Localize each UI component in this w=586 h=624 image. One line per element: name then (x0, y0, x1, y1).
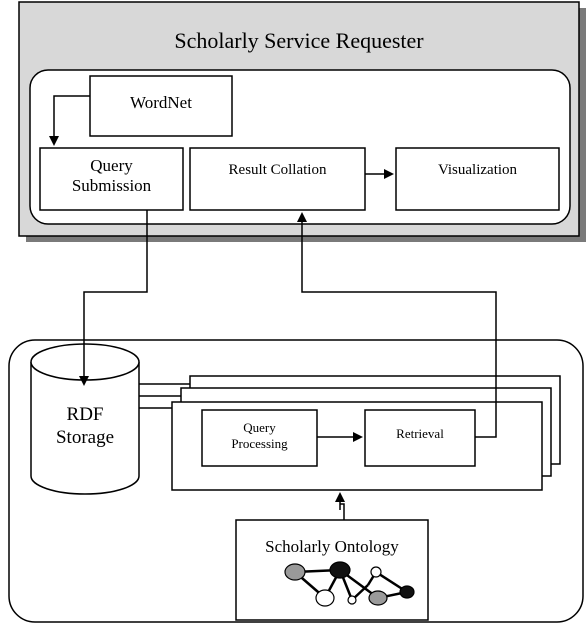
arrow-retrieval-to-collation (297, 212, 497, 438)
ontology-node (347, 595, 357, 605)
query-processing-box (201, 409, 318, 467)
ontology-node (370, 566, 382, 578)
rdf-storage-line2: Storage (55, 427, 115, 448)
rdf-storage-line1: RDF (66, 404, 104, 425)
query-submission-line1: Query (90, 156, 133, 175)
query-processing-line2: Processing (231, 436, 288, 451)
query-submission-line2: Submission (71, 176, 152, 195)
visualization-box (395, 147, 560, 211)
result-collation-box (189, 147, 366, 211)
query-processing-line1: Query (243, 420, 276, 435)
query-submission-box (39, 147, 184, 211)
ontology-node (329, 561, 351, 579)
arrow-wordnet-to-query (49, 95, 90, 146)
ontology-label: Scholarly Ontology (265, 537, 399, 556)
retrieval-label: Retrieval (396, 426, 444, 441)
ontology-connector (340, 503, 345, 520)
wordnet-label: WordNet (130, 93, 192, 112)
retrieval-box (364, 409, 476, 467)
visualization-label: Visualization (437, 162, 518, 178)
wordnet-box (89, 75, 233, 137)
ontology-node (315, 589, 335, 607)
requester-title: Scholarly Service Requester (174, 28, 424, 53)
query-submission-label-clip: Query Submission (40, 150, 183, 204)
ontology-nodes (284, 561, 415, 607)
arrow-query-to-rdf (79, 210, 148, 386)
ontology-node (399, 585, 415, 599)
rdf-storage-cylinder (30, 362, 140, 495)
result-collation-label: Result Collation (228, 162, 327, 178)
ontology-node (284, 563, 306, 581)
ontology-node (368, 590, 388, 606)
rdf-storage-cylinder-top (30, 343, 140, 381)
